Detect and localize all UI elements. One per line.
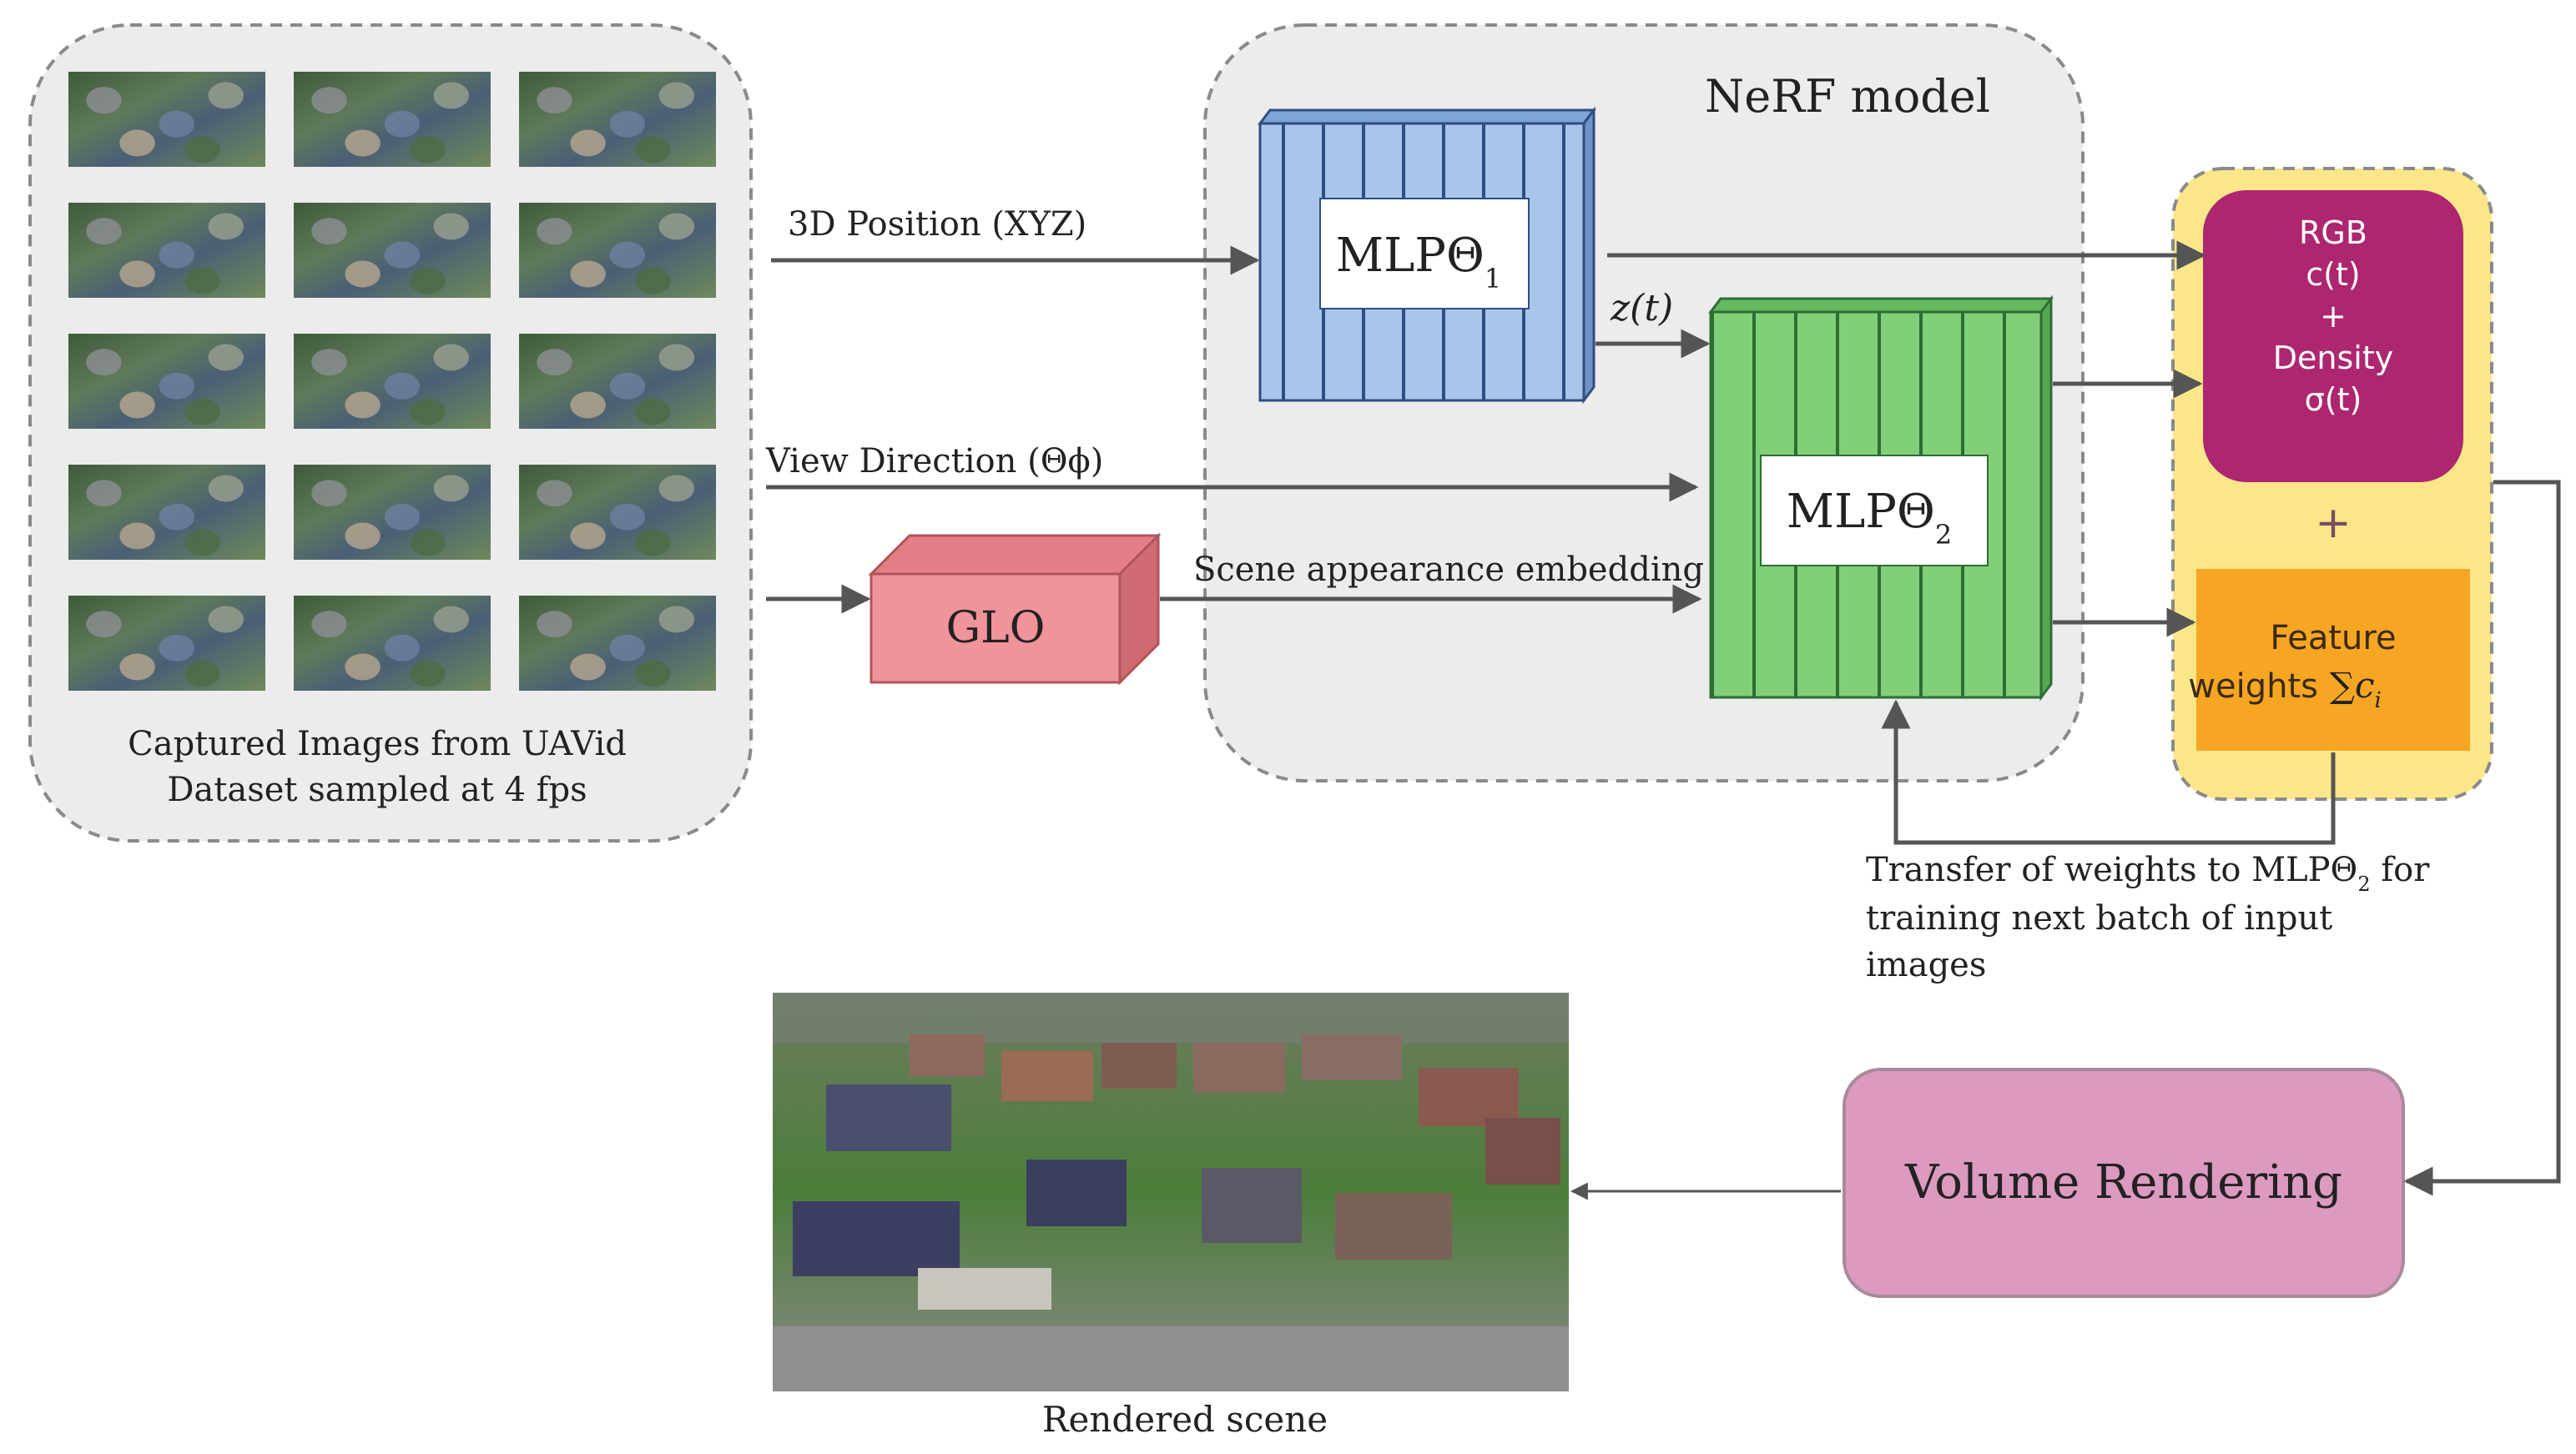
scene-roof xyxy=(1485,1118,1560,1185)
density-formula: σ(t) xyxy=(2305,381,2362,418)
dataset-thumbnail xyxy=(519,72,716,167)
dataset-panel: Captured Images from UAVid Dataset sampl… xyxy=(28,23,753,843)
rgb-label: RGB xyxy=(2299,214,2367,251)
scene-roof xyxy=(918,1268,1051,1310)
scene-roof xyxy=(1335,1193,1452,1260)
mlp2-label: MLPΘ2 xyxy=(1787,485,1952,551)
scene-roof xyxy=(1193,1043,1285,1093)
view-direction-label: View Direction (Θϕ) xyxy=(765,442,1103,480)
dataset-thumbnail xyxy=(519,203,716,298)
dataset-thumbnail xyxy=(519,465,716,560)
transfer-line3: images xyxy=(1866,946,1986,984)
scene-roof xyxy=(793,1201,960,1276)
density-label: Density xyxy=(2273,340,2393,376)
output-panel: RGB c(t) + Density σ(t) + Feature weight… xyxy=(2171,167,2493,801)
scene-roof xyxy=(1101,1043,1177,1089)
dataset-thumbnail xyxy=(68,334,265,429)
scene-roof xyxy=(1419,1068,1519,1126)
dataset-thumbnail xyxy=(294,203,491,298)
dataset-thumbnail xyxy=(519,596,716,691)
dataset-caption-line2: Dataset sampled at 4 fps xyxy=(167,771,587,809)
dataset-thumbnail xyxy=(294,334,491,429)
dataset-thumbnail xyxy=(68,203,265,298)
dataset-thumbnail xyxy=(68,465,265,560)
mlp1-label: MLPΘ1 xyxy=(1336,229,1501,294)
arrow-transfer-weights xyxy=(1881,699,2336,845)
scene-roof xyxy=(1302,1034,1402,1080)
feature-label: Feature xyxy=(2270,619,2396,657)
scene-roof xyxy=(1202,1168,1302,1243)
rgb-formula: c(t) xyxy=(2306,256,2360,293)
arrow-to-volume-rendering xyxy=(2403,480,2561,1196)
dataset-thumbnail xyxy=(519,334,716,429)
volume-rendering-box: Volume Rendering xyxy=(1843,1068,2405,1298)
dataset-caption-line1: Captured Images from UAVid xyxy=(128,725,627,763)
mlp1-block: MLPΘ1 xyxy=(1258,106,1596,405)
mlp2-block: MLPΘ2 xyxy=(1708,294,2054,702)
thumbnail-grid xyxy=(68,72,716,691)
rendered-scene-image: Rendered scene xyxy=(773,993,1569,1440)
z-label: z(t) xyxy=(1610,287,1673,330)
transfer-line2: training next batch of input xyxy=(1866,899,2332,938)
rgb-plus: + xyxy=(2320,298,2347,335)
output-plus: + xyxy=(2315,498,2352,548)
weights-label: weights xyxy=(2188,667,2318,706)
glo-label: GLO xyxy=(946,603,1046,653)
feature-sum: ∑ci xyxy=(2330,665,2382,713)
dataset-thumbnail xyxy=(294,72,491,167)
scene-roof xyxy=(1001,1051,1093,1101)
transfer-line1: Transfer of weights to MLPΘ2 for xyxy=(1866,851,2430,896)
rendered-scene-caption: Rendered scene xyxy=(1042,1399,1328,1440)
dataset-thumbnail xyxy=(68,596,265,691)
dataset-thumbnail xyxy=(294,596,491,691)
scene-roof xyxy=(1026,1160,1127,1226)
arrows xyxy=(766,240,2561,1200)
position-label: 3D Position (XYZ) xyxy=(788,205,1086,244)
feature-weights-box xyxy=(2196,569,2470,751)
scene-roof xyxy=(910,1034,985,1076)
rgb-density-box xyxy=(2203,190,2463,482)
nerf-title: NeRF model xyxy=(1705,70,1990,123)
scene-houses xyxy=(793,1034,1560,1310)
scene-roof xyxy=(826,1084,951,1151)
glo-block: GLO xyxy=(868,532,1162,686)
dataset-thumbnail xyxy=(68,72,265,167)
embedding-label: Scene appearance embedding xyxy=(1193,551,1704,589)
volume-rendering-label: Volume Rendering xyxy=(1904,1155,2342,1210)
dataset-thumbnail xyxy=(294,465,491,560)
